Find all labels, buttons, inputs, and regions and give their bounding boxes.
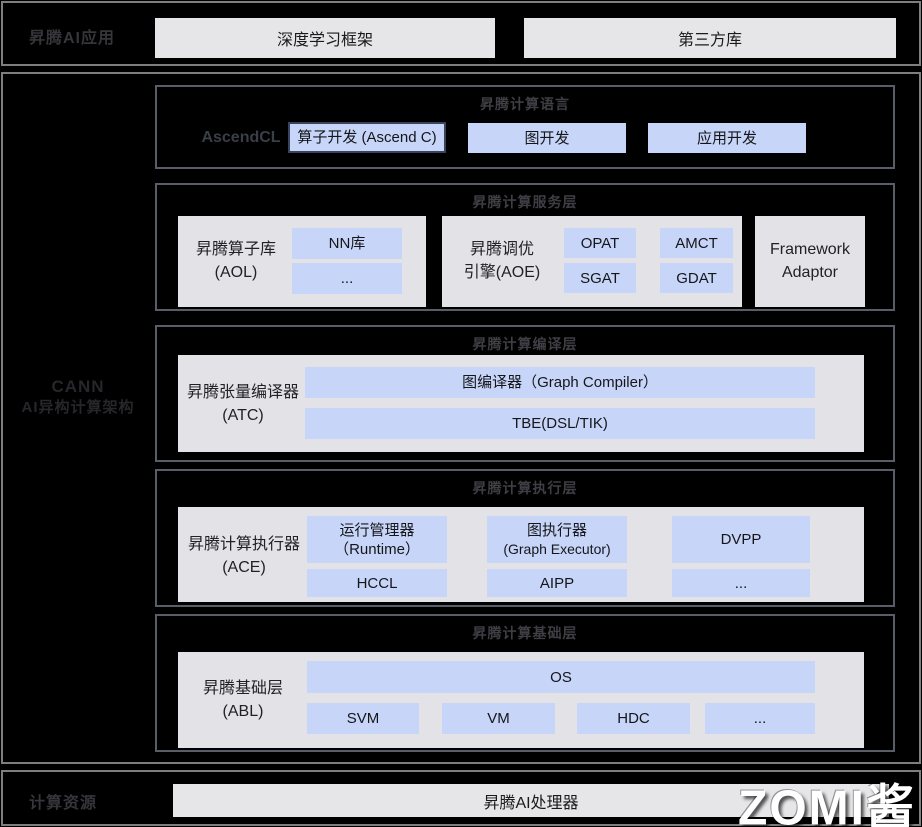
- thirdparty-library-box: 第三方库: [524, 18, 896, 58]
- resource-section: 计算资源 昇腾AI处理器: [1, 770, 921, 826]
- ascend-ai-processor-box: 昇腾AI处理器: [173, 784, 889, 817]
- aol-label-line2: (AOL): [214, 264, 258, 281]
- aol-panel: 昇腾算子库 (AOL) NN库 ...: [178, 216, 426, 307]
- execute-layer-title: 昇腾计算执行层: [472, 480, 578, 496]
- resource-section-label: 计算资源: [29, 795, 98, 812]
- aoe-panel: 昇腾调优 引擎(AOE) OPAT AMCT SGAT GDAT: [442, 216, 742, 307]
- gdat-box: GDAT: [660, 263, 733, 293]
- ascendcl-label: AscendCL: [201, 129, 281, 146]
- framework-adaptor-line1: Framework: [769, 241, 850, 258]
- service-layer-title: 昇腾计算服务层: [472, 194, 578, 210]
- app-dev-box: 应用开发: [648, 123, 806, 153]
- graph-dev-box: 图开发: [468, 123, 626, 153]
- runtime-box: 运行管理器 （Runtime）: [307, 516, 447, 563]
- atc-label-line2: (ATC): [222, 407, 264, 424]
- abl-label-line1: 昇腾基础层: [202, 680, 283, 697]
- atc-panel: 昇腾张量编译器 (ATC) 图编译器（Graph Compiler） TBE(D…: [178, 355, 864, 452]
- zomi-watermark: ZOMI酱: [738, 781, 916, 827]
- tbe-box: TBE(DSL/TIK): [305, 408, 815, 439]
- sgat-box: SGAT: [564, 263, 636, 293]
- opat-box: OPAT: [564, 228, 636, 258]
- aoe-label: 昇腾调优 引擎(AOE): [448, 238, 556, 284]
- execute-layer: 昇腾计算执行层 昇腾计算执行器 (ACE) 运行管理器 （Runtime） 图执…: [155, 469, 895, 607]
- framework-adaptor-line2: Adaptor: [781, 264, 839, 281]
- language-layer: 昇腾计算语言 AscendCL 算子开发 (Ascend C) 图开发 应用开发: [155, 85, 895, 169]
- ace-more-box: ...: [672, 569, 810, 597]
- cann-subtitle: AI异构计算架构: [21, 399, 135, 416]
- abl-more-box: ...: [705, 703, 815, 734]
- ace-label: 昇腾计算执行器 (ACE): [180, 533, 308, 579]
- compile-layer-title: 昇腾计算编译层: [472, 336, 578, 352]
- ace-panel: 昇腾计算执行器 (ACE) 运行管理器 （Runtime） 图执行器 (Grap…: [178, 507, 864, 602]
- dvpp-box: DVPP: [672, 516, 810, 563]
- aol-label-line1: 昇腾算子库: [195, 241, 276, 258]
- cann-section-label: CANN AI异构计算架构: [3, 376, 153, 418]
- ace-label-line2: (ACE): [222, 559, 266, 576]
- base-layer-title: 昇腾计算基础层: [472, 625, 578, 641]
- graph-executor-line2: (Graph Executor): [503, 540, 611, 557]
- ace-label-line1: 昇腾计算执行器: [187, 536, 300, 553]
- graph-compiler-box: 图编译器（Graph Compiler）: [305, 367, 815, 398]
- abl-panel: 昇腾基础层 (ABL) OS SVM VM HDC ...: [178, 652, 864, 748]
- aoe-label-line1: 昇腾调优: [469, 241, 534, 258]
- amct-box: AMCT: [660, 228, 733, 258]
- aol-label: 昇腾算子库 (AOL): [186, 238, 286, 284]
- app-section: 昇腾AI应用 深度学习框架 第三方库: [1, 1, 921, 66]
- atc-label: 昇腾张量编译器 (ATC): [180, 381, 306, 427]
- atc-label-line1: 昇腾张量编译器: [186, 384, 299, 401]
- abl-label-line2: (ABL): [222, 703, 264, 720]
- abl-label: 昇腾基础层 (ABL): [180, 677, 306, 723]
- app-section-label: 昇腾AI应用: [29, 30, 116, 47]
- deep-learning-framework-box: 深度学习框架: [155, 18, 495, 58]
- vm-box: VM: [442, 703, 555, 734]
- aol-more-box: ...: [292, 263, 402, 294]
- cann-name: CANN: [51, 377, 105, 396]
- nn-library-box: NN库: [292, 228, 402, 259]
- svm-box: SVM: [307, 703, 419, 734]
- runtime-line1: 运行管理器: [339, 521, 415, 539]
- compile-layer: 昇腾计算编译层 昇腾张量编译器 (ATC) 图编译器（Graph Compile…: [155, 325, 895, 462]
- framework-adaptor-panel: Framework Adaptor: [755, 216, 865, 307]
- os-box: OS: [307, 661, 815, 693]
- aoe-label-line2: 引擎(AOE): [463, 264, 541, 281]
- hccl-box: HCCL: [307, 569, 447, 597]
- base-layer: 昇腾计算基础层 昇腾基础层 (ABL) OS SVM VM HDC ...: [155, 614, 895, 752]
- operator-dev-box: 算子开发 (Ascend C): [288, 122, 446, 153]
- graph-executor-box: 图执行器 (Graph Executor): [487, 516, 627, 563]
- service-layer: 昇腾计算服务层 昇腾算子库 (AOL) NN库 ... 昇腾调优 引擎(AOE)…: [155, 183, 895, 311]
- language-layer-title: 昇腾计算语言: [480, 96, 570, 112]
- cann-section: CANN AI异构计算架构 昇腾计算语言 AscendCL 算子开发 (Asce…: [1, 72, 921, 764]
- aipp-box: AIPP: [487, 569, 627, 597]
- framework-adaptor-label: Framework Adaptor: [755, 238, 865, 284]
- hdc-box: HDC: [577, 703, 690, 734]
- graph-executor-line1: 图执行器: [526, 521, 587, 539]
- runtime-line2: （Runtime）: [334, 540, 420, 558]
